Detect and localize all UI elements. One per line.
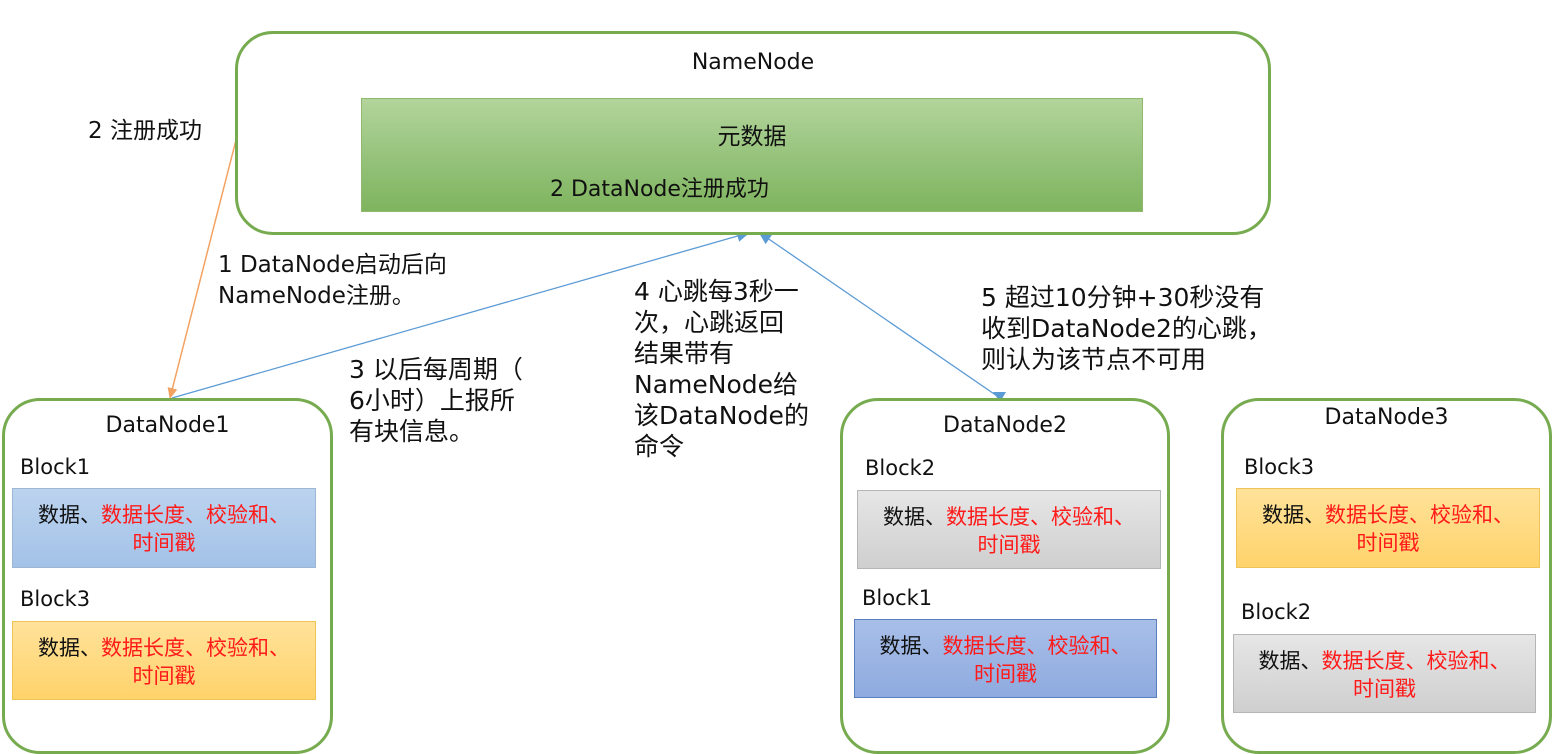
datanode3-block-b: 数据、数据长度、校验和、 时间戳 [1233,634,1536,713]
block-text-data: 数据、 [883,505,946,529]
block-text-data: 数据、 [38,636,101,660]
block-text-timestamp: 时间戳 [1353,677,1416,701]
block-text-timestamp: 时间戳 [132,664,196,688]
block-text-data: 数据、 [1258,649,1322,673]
block-text-meta: 数据长度、校验和、 [101,636,290,660]
block-text-timestamp: 时间戳 [977,533,1041,557]
datanode2-block-a-label: Block2 [865,456,936,480]
datanode2-block-b: 数据、数据长度、校验和、 时间戳 [854,619,1157,698]
block-text-timestamp: 时间戳 [132,531,196,555]
block-text-timestamp: 时间戳 [974,662,1037,686]
block-text-meta: 数据长度、校验和、 [946,505,1135,529]
datanode1-title: DataNode1 [105,413,230,438]
metadata-note: 2 DataNode注册成功 [550,177,769,202]
block-text-data: 数据、 [38,503,101,527]
datanode1-box: DataNode1 [2,398,333,754]
datanode1-block-b-label: Block3 [20,587,91,611]
block-text-meta: 数据长度、校验和、 [942,634,1132,658]
periodic-report-label: 3 以后每周期（ 6小时）上报所 有块信息。 [349,355,523,446]
datanode2-arrow-tail [993,392,1006,402]
datanode2-title: DataNode2 [943,413,1067,438]
datanode2-box: DataNode2 [840,398,1170,754]
register-success-label: 2 注册成功 [88,118,202,144]
heartbeat-arrow [758,231,1001,399]
datanode3-block-b-label: Block2 [1241,600,1312,624]
datanode2-block-b-label: Block1 [862,586,933,610]
metadata-box: 元数据 2 DataNode注册成功 [361,98,1143,212]
datanode1-block-a-label: Block1 [20,455,91,479]
block-text-meta: 数据长度、校验和、 [1325,503,1514,527]
datanode3-block-a: 数据、数据长度、校验和、 时间戳 [1236,488,1540,568]
startup-register-label: 1 DataNode启动后向 NameNode注册。 [218,252,447,309]
namenode-title: NameNode [691,50,815,75]
block-text-meta: 数据长度、校验和、 [1321,649,1511,673]
datanode3-title: DataNode3 [1324,405,1449,430]
datanode1-block-b: 数据、数据长度、校验和、 时间戳 [12,621,316,700]
report-arrow [171,230,750,399]
metadata-title: 元数据 [717,124,787,150]
block-text-data: 数据、 [879,634,943,658]
timeout-label: 5 超过10分钟+30秒没有 收到DataNode2的心跳， 则认为该节点不可用 [981,283,1272,374]
datanode1-block-a: 数据、数据长度、校验和、 时间戳 [12,488,316,568]
block-text-data: 数据、 [1262,503,1325,527]
block-text-timestamp: 时间戳 [1356,531,1420,555]
heartbeat-label: 4 心跳每3秒一 次，心跳返回 结果带有 NameNode给 该DataNode… [634,277,809,461]
block-text-meta: 数据长度、校验和、 [101,503,290,527]
datanode3-block-a-label: Block3 [1244,455,1315,479]
register-arrow [167,139,237,399]
datanode2-block-a: 数据、数据长度、校验和、 时间戳 [857,490,1161,569]
